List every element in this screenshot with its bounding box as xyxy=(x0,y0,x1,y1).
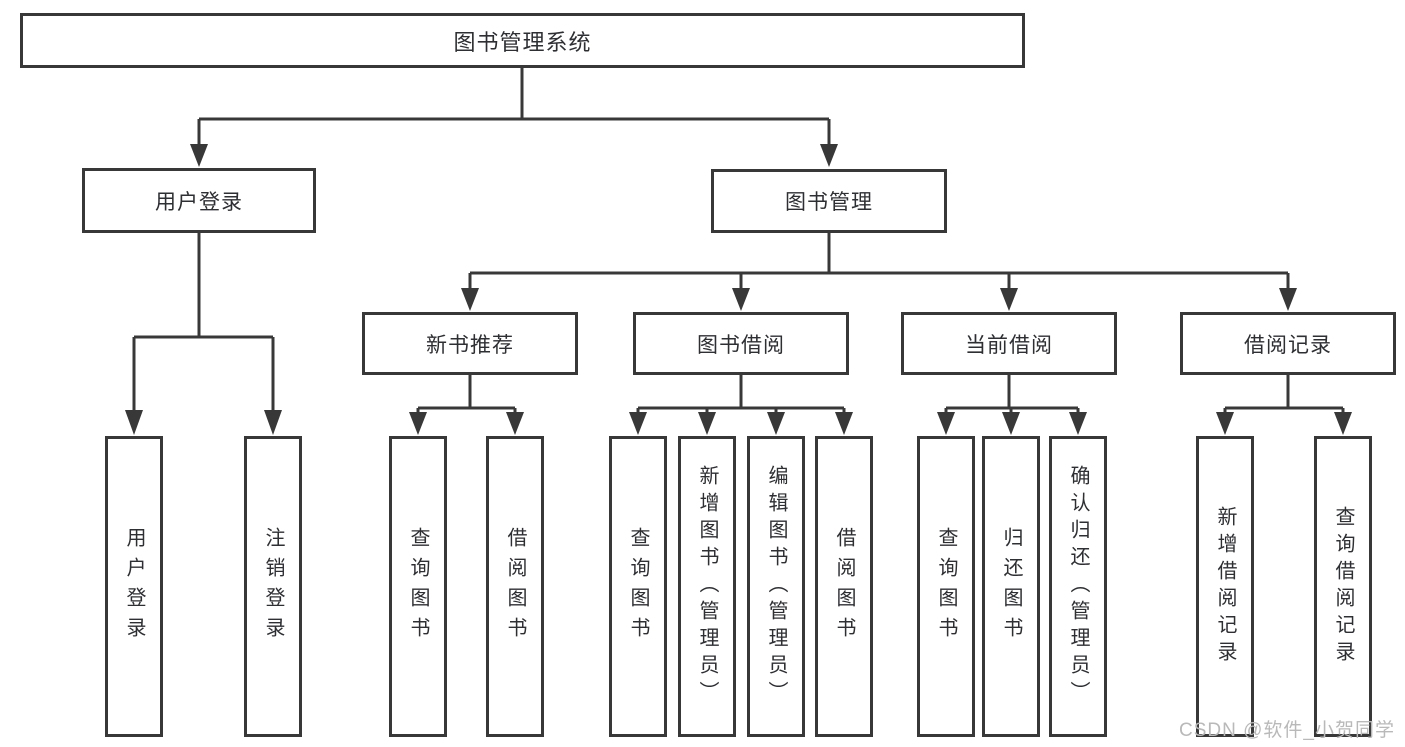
leaf-br-query-record: 查询借阅记录 xyxy=(1314,436,1372,737)
csdn-watermark: CSDN @软件_小贺同学 xyxy=(1179,720,1395,741)
leaf-rec-borrow-book-label: 借阅图书 xyxy=(504,526,526,647)
node-user-login-label: 用户登录 xyxy=(155,190,243,214)
node-book-borrow: 图书借阅 xyxy=(633,312,849,375)
node-borrow-record-label: 借阅记录 xyxy=(1244,333,1332,357)
leaf-logout: 注销登录 xyxy=(244,436,302,737)
leaf-user-login: 用户登录 xyxy=(105,436,163,737)
node-current-borrow: 当前借阅 xyxy=(901,312,1117,375)
node-book-mgmt-label: 图书管理 xyxy=(785,191,873,214)
leaf-br-add-record: 新增借阅记录 xyxy=(1196,436,1254,737)
leaf-cb-return-book: 归还图书 xyxy=(982,436,1040,737)
node-current-borrow-label: 当前借阅 xyxy=(965,333,1053,357)
leaf-cb-return-book-label: 归还图书 xyxy=(1000,526,1022,647)
leaf-br-query-record-label: 查询借阅记录 xyxy=(1332,505,1354,668)
node-root: 图书管理系统 xyxy=(20,13,1025,68)
leaf-user-login-label: 用户登录 xyxy=(123,526,145,647)
leaf-bb-borrow-book-label: 借阅图书 xyxy=(833,526,855,647)
node-new-book-rec: 新书推荐 xyxy=(362,312,578,375)
node-root-label: 图书管理系统 xyxy=(453,29,592,55)
node-borrow-record: 借阅记录 xyxy=(1180,312,1396,375)
leaf-rec-query-book: 查询图书 xyxy=(389,436,447,737)
leaf-bb-edit-book-admin-label: 编辑图书（管理员） xyxy=(765,465,787,708)
leaf-bb-borrow-book: 借阅图书 xyxy=(815,436,873,737)
node-user-login: 用户登录 xyxy=(82,168,316,233)
leaf-bb-query-book-label: 查询图书 xyxy=(627,526,649,647)
leaf-cb-query-book: 查询图书 xyxy=(917,436,975,737)
node-new-book-rec-label: 新书推荐 xyxy=(426,333,514,357)
leaf-bb-edit-book-admin: 编辑图书（管理员） xyxy=(747,436,805,737)
leaf-bb-query-book: 查询图书 xyxy=(609,436,667,737)
leaf-logout-label: 注销登录 xyxy=(262,526,284,647)
leaf-br-add-record-label: 新增借阅记录 xyxy=(1214,505,1236,668)
leaf-bb-add-book-admin-label: 新增图书（管理员） xyxy=(696,465,718,708)
node-book-borrow-label: 图书借阅 xyxy=(697,333,785,357)
leaf-cb-query-book-label: 查询图书 xyxy=(935,526,957,647)
node-book-mgmt: 图书管理 xyxy=(711,169,947,233)
leaf-rec-query-book-label: 查询图书 xyxy=(407,526,429,647)
leaf-rec-borrow-book: 借阅图书 xyxy=(486,436,544,737)
leaf-cb-confirm-return-admin: 确认归还（管理员） xyxy=(1049,436,1107,737)
leaf-cb-confirm-return-admin-label: 确认归还（管理员） xyxy=(1067,465,1089,708)
leaf-bb-add-book-admin: 新增图书（管理员） xyxy=(678,436,736,737)
